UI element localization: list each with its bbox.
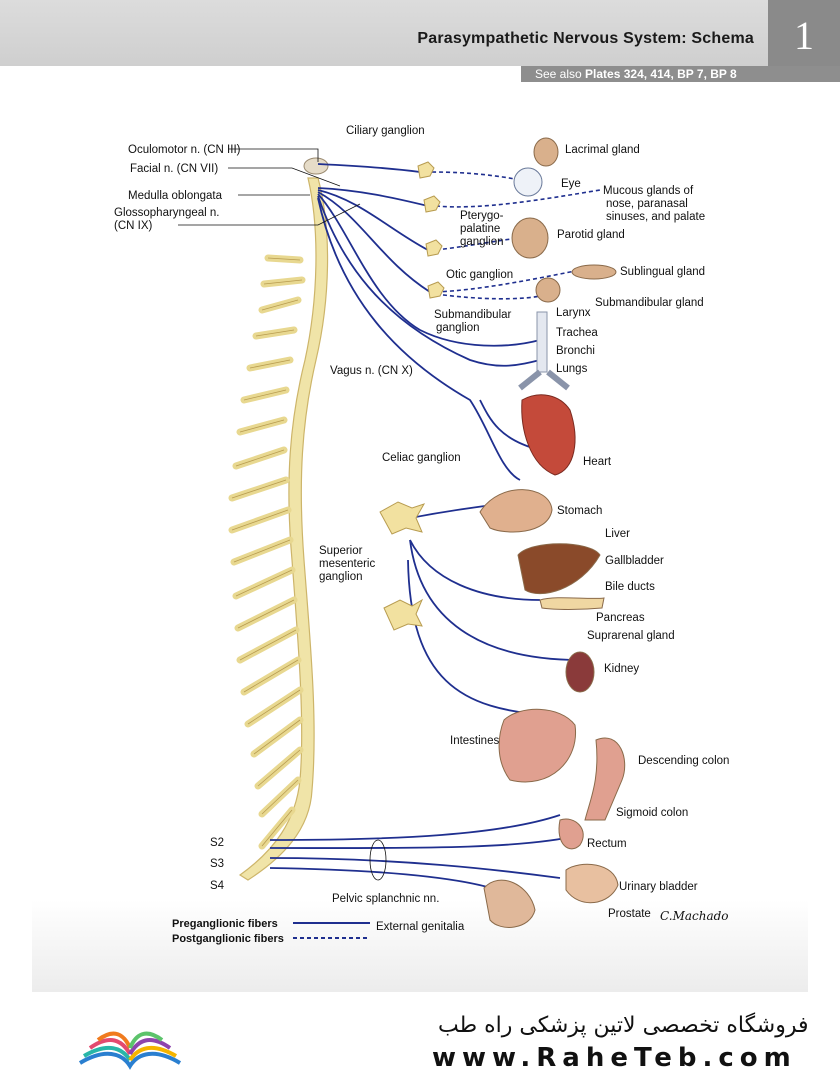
header-bar [0, 0, 768, 66]
label-oculomotor: Oculomotor n. (CN III) [128, 144, 241, 156]
label-sup-2: mesenteric [319, 558, 375, 570]
label-lacrimal: Lacrimal gland [565, 144, 640, 156]
label-submandibular-gland: Submandibular gland [595, 297, 704, 309]
label-heart: Heart [583, 456, 612, 468]
label-bronchi: Bronchi [556, 345, 595, 357]
label-descending-colon: Descending colon [638, 755, 729, 767]
label-mucous-1: Mucous glands of [603, 185, 694, 197]
label-celiac: Celiac ganglion [382, 452, 461, 464]
preganglionic-nerves [269, 163, 581, 896]
label-s4: S4 [210, 880, 225, 892]
pelvic-ring [369, 839, 387, 881]
label-rectum: Rectum [587, 838, 627, 850]
label-ciliary: Ciliary ganglion [346, 125, 425, 137]
label-ptery-2: palatine [460, 223, 500, 235]
label-sup-3: ganglion [319, 571, 362, 583]
bottom-fade [32, 900, 808, 992]
spinal-cord [228, 177, 329, 881]
label-bladder: Urinary bladder [619, 881, 698, 893]
label-parotid: Parotid gland [557, 229, 625, 241]
label-suprarenal: Suprarenal gland [587, 630, 675, 642]
label-ptery-3: ganglion [460, 236, 503, 248]
label-intestines: Intestines [450, 735, 499, 747]
label-otic: Otic ganglion [446, 269, 513, 281]
label-sigmoid-colon: Sigmoid colon [616, 807, 688, 819]
label-bile-ducts: Bile ducts [605, 581, 655, 593]
label-mucous-3: sinuses, and palate [606, 211, 705, 223]
label-glosso-1: Glossopharyngeal n. [114, 207, 219, 219]
label-sup-1: Superior [319, 545, 363, 557]
label-eye: Eye [561, 178, 581, 190]
label-subman-2: ganglion [436, 322, 479, 334]
label-larynx: Larynx [556, 307, 591, 319]
label-stomach: Stomach [557, 505, 602, 517]
label-vagus: Vagus n. (CN X) [330, 365, 413, 377]
label-sublingual: Sublingual gland [620, 266, 705, 278]
footer-store-name: فروشگاه تخصصی لاتین پزشکی راه طب [438, 1013, 809, 1038]
label-lungs: Lungs [556, 363, 588, 375]
label-facial: Facial n. (CN VII) [130, 163, 218, 175]
brainstem [303, 157, 329, 175]
legend-post-label: Postganglionic fibers [172, 933, 284, 945]
label-genitalia: External genitalia [376, 921, 465, 933]
label-subman-1: Submandibular [434, 309, 512, 321]
label-pelvic: Pelvic splanchnic nn. [332, 893, 439, 905]
label-glosso-2: (CN IX) [114, 220, 153, 232]
label-s3: S3 [210, 858, 224, 870]
label-prostate: Prostate [608, 908, 651, 920]
leader-lines [178, 148, 361, 226]
ganglia [379, 161, 445, 631]
label-gallbladder: Gallbladder [605, 555, 664, 567]
label-mucous-2: nose, paranasal [606, 198, 688, 210]
label-ptery-1: Pterygo- [460, 210, 504, 222]
parasympathetic-diagram: Oculomotor n. (CN III) Facial n. (CN VII… [114, 125, 729, 945]
label-pancreas: Pancreas [596, 612, 645, 624]
see-also-prefix: See also [535, 67, 586, 81]
organs [479, 137, 626, 928]
label-medulla: Medulla oblongata [128, 190, 223, 202]
label-liver: Liver [605, 528, 630, 540]
page-title: Parasympathetic Nervous System: Schema [417, 30, 754, 47]
label-s2: S2 [210, 837, 224, 849]
label-kidney: Kidney [604, 663, 639, 675]
label-trachea: Trachea [556, 327, 598, 339]
page-number-tab: 1 [768, 0, 840, 66]
artist-signature: C.Machado [660, 909, 729, 923]
see-also-plates: Plates 324, 414, BP 7, BP 8 [585, 67, 737, 81]
see-also-bar: See also Plates 324, 414, BP 7, BP 8 [521, 66, 840, 82]
book-logo-icon [78, 1031, 182, 1070]
footer-url[interactable]: www.RaheTeb.com [432, 1043, 797, 1073]
legend-pre-label: Preganglionic fibers [172, 918, 278, 930]
